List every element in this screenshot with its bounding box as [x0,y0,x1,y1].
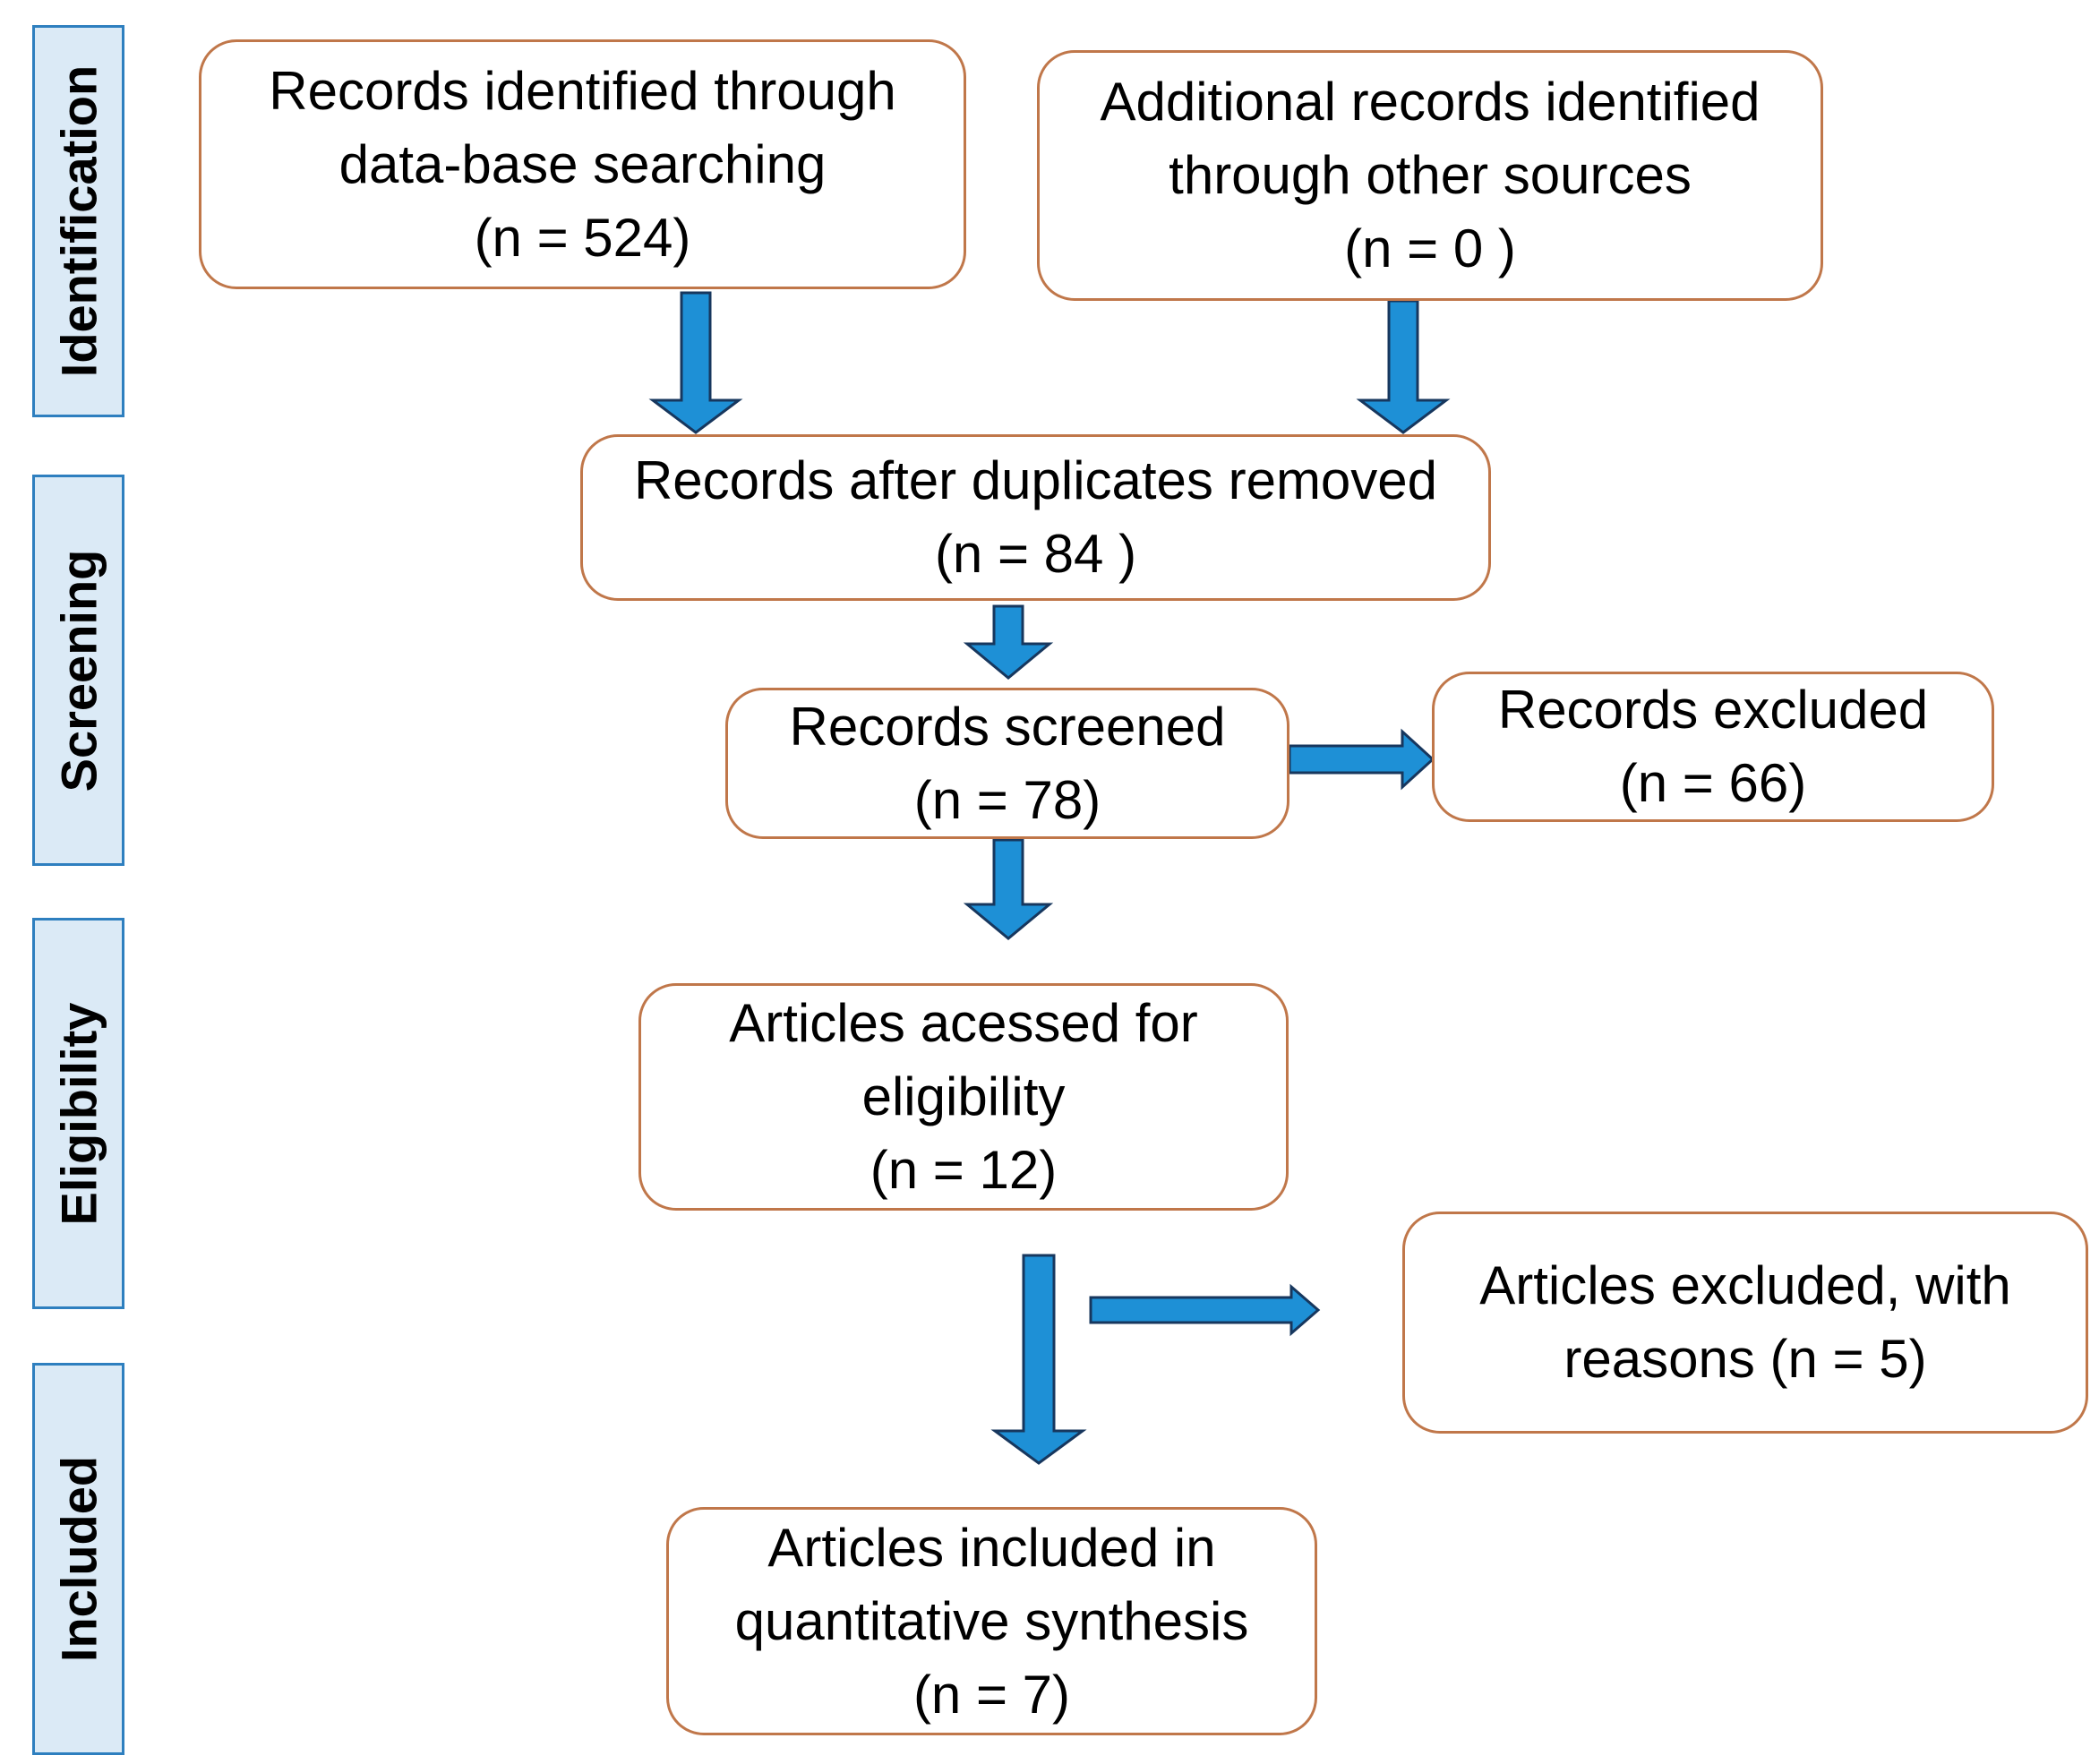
other-records-count: (n = 0 ) [1344,218,1516,278]
screened-box: Records screened (n = 78) [725,688,1289,839]
eligibility-box: Articles acessed for eligibility (n = 12… [638,983,1289,1211]
arrow-screened-to-excluded [1288,728,1435,791]
arrow-duplicates-to-screened [963,604,1054,680]
stage-identification: Identification [32,25,124,417]
excluded-reasons-line1: Articles excluded, with [1479,1255,2011,1315]
other-records-line2: through other sources [1169,145,1692,205]
arrow-eligibility-to-excluded-reasons [1089,1283,1321,1337]
stage-included: Included [32,1363,124,1755]
included-box: Articles included in quantitative synthe… [666,1507,1317,1735]
arrow-other-to-duplicates [1356,299,1451,434]
other-records-box: Additional records identified through ot… [1037,50,1823,301]
records-excluded-count: (n = 66) [1619,753,1807,813]
stage-screening: Screening [32,475,124,866]
stage-eligibility: Eligibility [32,918,124,1309]
eligibility-count: (n = 12) [870,1140,1058,1200]
records-excluded-box: Records excluded (n = 66) [1432,672,1994,822]
included-line1: Articles included in [767,1517,1216,1578]
database-records-line2: data-base searching [338,133,827,194]
arrow-eligibility-to-included [990,1254,1087,1465]
records-excluded-line1: Records excluded [1497,680,1929,740]
excluded-reasons-box: Articles excluded, with reasons (n = 5) [1402,1212,2088,1434]
eligibility-line1: Articles acessed for [729,993,1198,1053]
after-duplicates-count: (n = 84 ) [934,524,1137,584]
database-records-line1: Records identified through [269,60,896,121]
after-duplicates-box: Records after duplicates removed (n = 84… [580,434,1491,601]
after-duplicates-line1: Records after duplicates removed [633,450,1438,510]
included-count: (n = 7) [912,1664,1071,1725]
screened-count: (n = 78) [913,769,1101,830]
screened-line1: Records screened [789,696,1226,757]
excluded-reasons-line2: reasons (n = 5) [1564,1329,1927,1389]
arrow-screened-to-eligibility [963,838,1054,940]
database-records-box: Records identified through data-base sea… [199,39,966,289]
included-line2: quantitative synthesis [734,1590,1249,1651]
arrow-database-to-duplicates [648,291,743,434]
eligibility-line2: eligibility [861,1066,1066,1126]
database-records-count: (n = 524) [474,207,691,268]
other-records-line1: Additional records identified [1100,72,1761,132]
